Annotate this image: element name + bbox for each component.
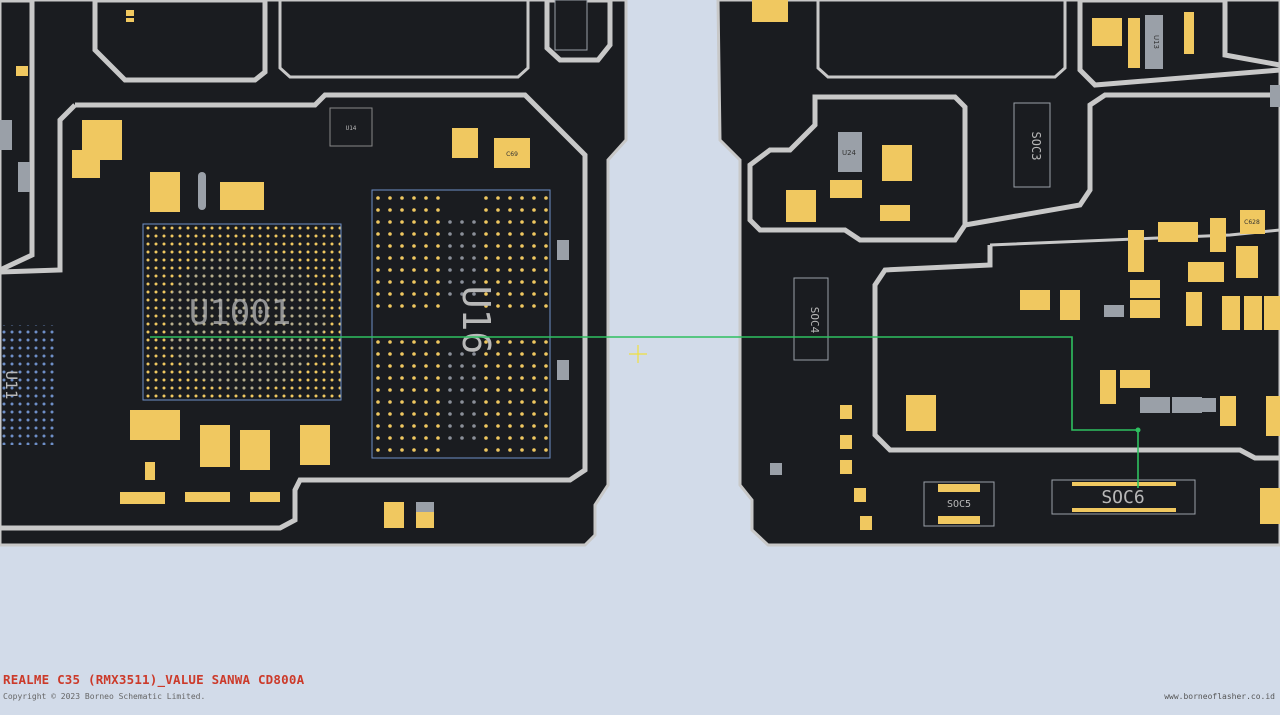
c628-label: C628 [1244,219,1260,226]
trace-node-marker [1135,427,1141,433]
left-board: U1001 U16 U11 U14 C69 [0,0,628,547]
soc4-label: SOC4 [808,307,821,334]
u11-label: U11 [2,371,21,400]
crosshair-cursor-icon [629,345,647,363]
c69-label: C69 [506,151,518,158]
u14-label: U14 [346,125,357,132]
right-board: U24 U13 SOC3 SOC4 SOC5 SOC6 C628 [716,0,1280,547]
copyright-text: Copyright © 2023 Borneo Schematic Limite… [3,692,206,701]
soc5-label: SOC5 [947,499,971,510]
soc6-label: SOC6 [1101,487,1144,508]
u1001-label: U1001 [189,293,291,333]
board-title: REALME C35 (RMX3511)_VALUE SANWA CD800A [3,672,305,687]
u24-label: U24 [842,149,857,157]
u16-label: U16 [454,286,498,355]
u13-label: U13 [1152,35,1160,49]
net-trace [150,336,1139,488]
soc3-label: SOC3 [1029,132,1043,161]
website-link[interactable]: www.borneoflasher.co.id [1164,692,1275,701]
